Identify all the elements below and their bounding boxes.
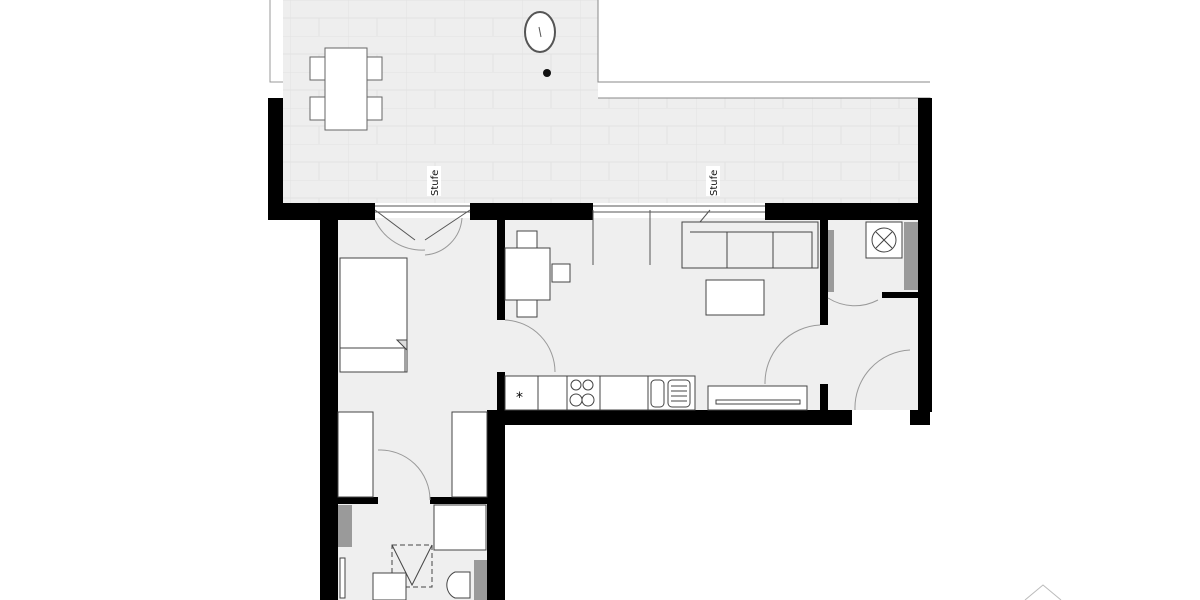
kitchen-counter: * — [504, 375, 696, 411]
north-arrow-icon — [1024, 584, 1062, 600]
sink-icon — [650, 379, 691, 408]
toilet-icon — [446, 571, 471, 599]
step-label-right: Stufe — [706, 166, 720, 196]
terrace-table — [309, 47, 383, 131]
freezer-icon: * — [516, 390, 523, 406]
step-label-left: Stufe — [427, 166, 441, 196]
step-text: Stufe — [709, 170, 720, 196]
utility-room — [828, 221, 918, 292]
bathroom — [338, 504, 487, 600]
bed — [339, 257, 408, 373]
dining-table — [504, 230, 571, 318]
grill-icon — [524, 11, 556, 77]
cooktop-icon — [569, 379, 595, 407]
step-text: Stufe — [430, 170, 441, 196]
wardrobes — [337, 411, 488, 498]
coffee-table — [705, 279, 765, 316]
washing-machine-icon — [871, 227, 897, 253]
sideboard — [707, 385, 808, 411]
windows — [374, 205, 911, 501]
walls — [268, 98, 932, 600]
terrace: Stufe Stufe — [269, 0, 931, 203]
sofa — [681, 221, 819, 269]
washbasin-icon — [372, 572, 407, 600]
